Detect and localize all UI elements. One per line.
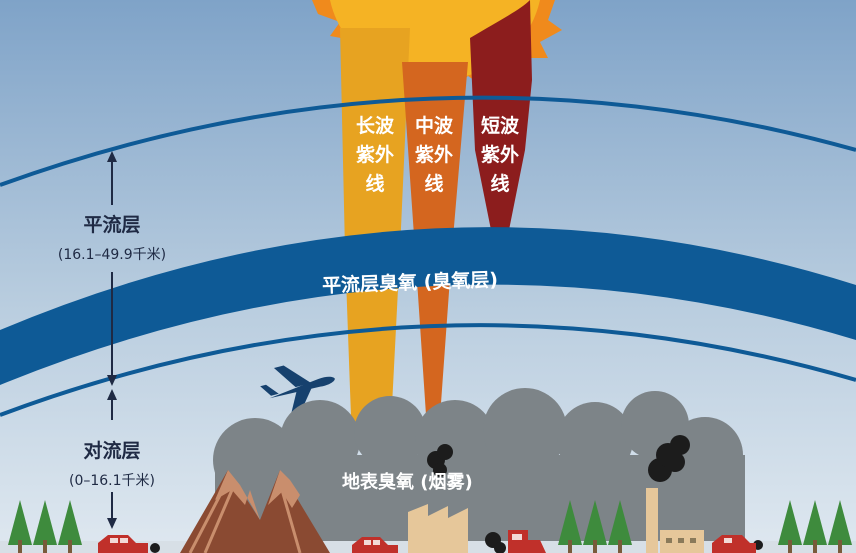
troposphere-arrow bbox=[107, 389, 117, 529]
uva-label: 长波 紫外 线 bbox=[355, 115, 394, 195]
factory-left bbox=[408, 504, 468, 553]
uvc-ray bbox=[470, 0, 532, 250]
trees-right bbox=[778, 500, 852, 553]
car-4 bbox=[712, 535, 756, 553]
troposphere-range: (0–16.1千米) bbox=[68, 473, 155, 489]
factory-right bbox=[646, 488, 704, 553]
uvb-label: 中波 紫外 线 bbox=[414, 115, 453, 195]
trees-left bbox=[8, 500, 82, 553]
stratosphere-range: (16.1–49.9千米) bbox=[57, 247, 167, 263]
car-3 bbox=[508, 530, 546, 553]
stratosphere-label: 平流层 bbox=[83, 214, 141, 236]
mountains bbox=[180, 470, 330, 553]
stratosphere-arrow bbox=[107, 151, 117, 386]
troposphere-label: 对流层 bbox=[83, 440, 141, 462]
ozone-band bbox=[0, 227, 856, 385]
ground-ozone-label: 地表臭氧 (烟雾) bbox=[342, 472, 473, 493]
trees-middle bbox=[558, 500, 632, 553]
uvc-label: 短波 紫外 线 bbox=[480, 115, 519, 195]
tropopause-line bbox=[0, 323, 856, 417]
car-2 bbox=[352, 537, 398, 553]
smoke-plumes bbox=[150, 435, 763, 553]
car-1 bbox=[98, 535, 148, 553]
stratosphere-top-line bbox=[0, 95, 856, 187]
